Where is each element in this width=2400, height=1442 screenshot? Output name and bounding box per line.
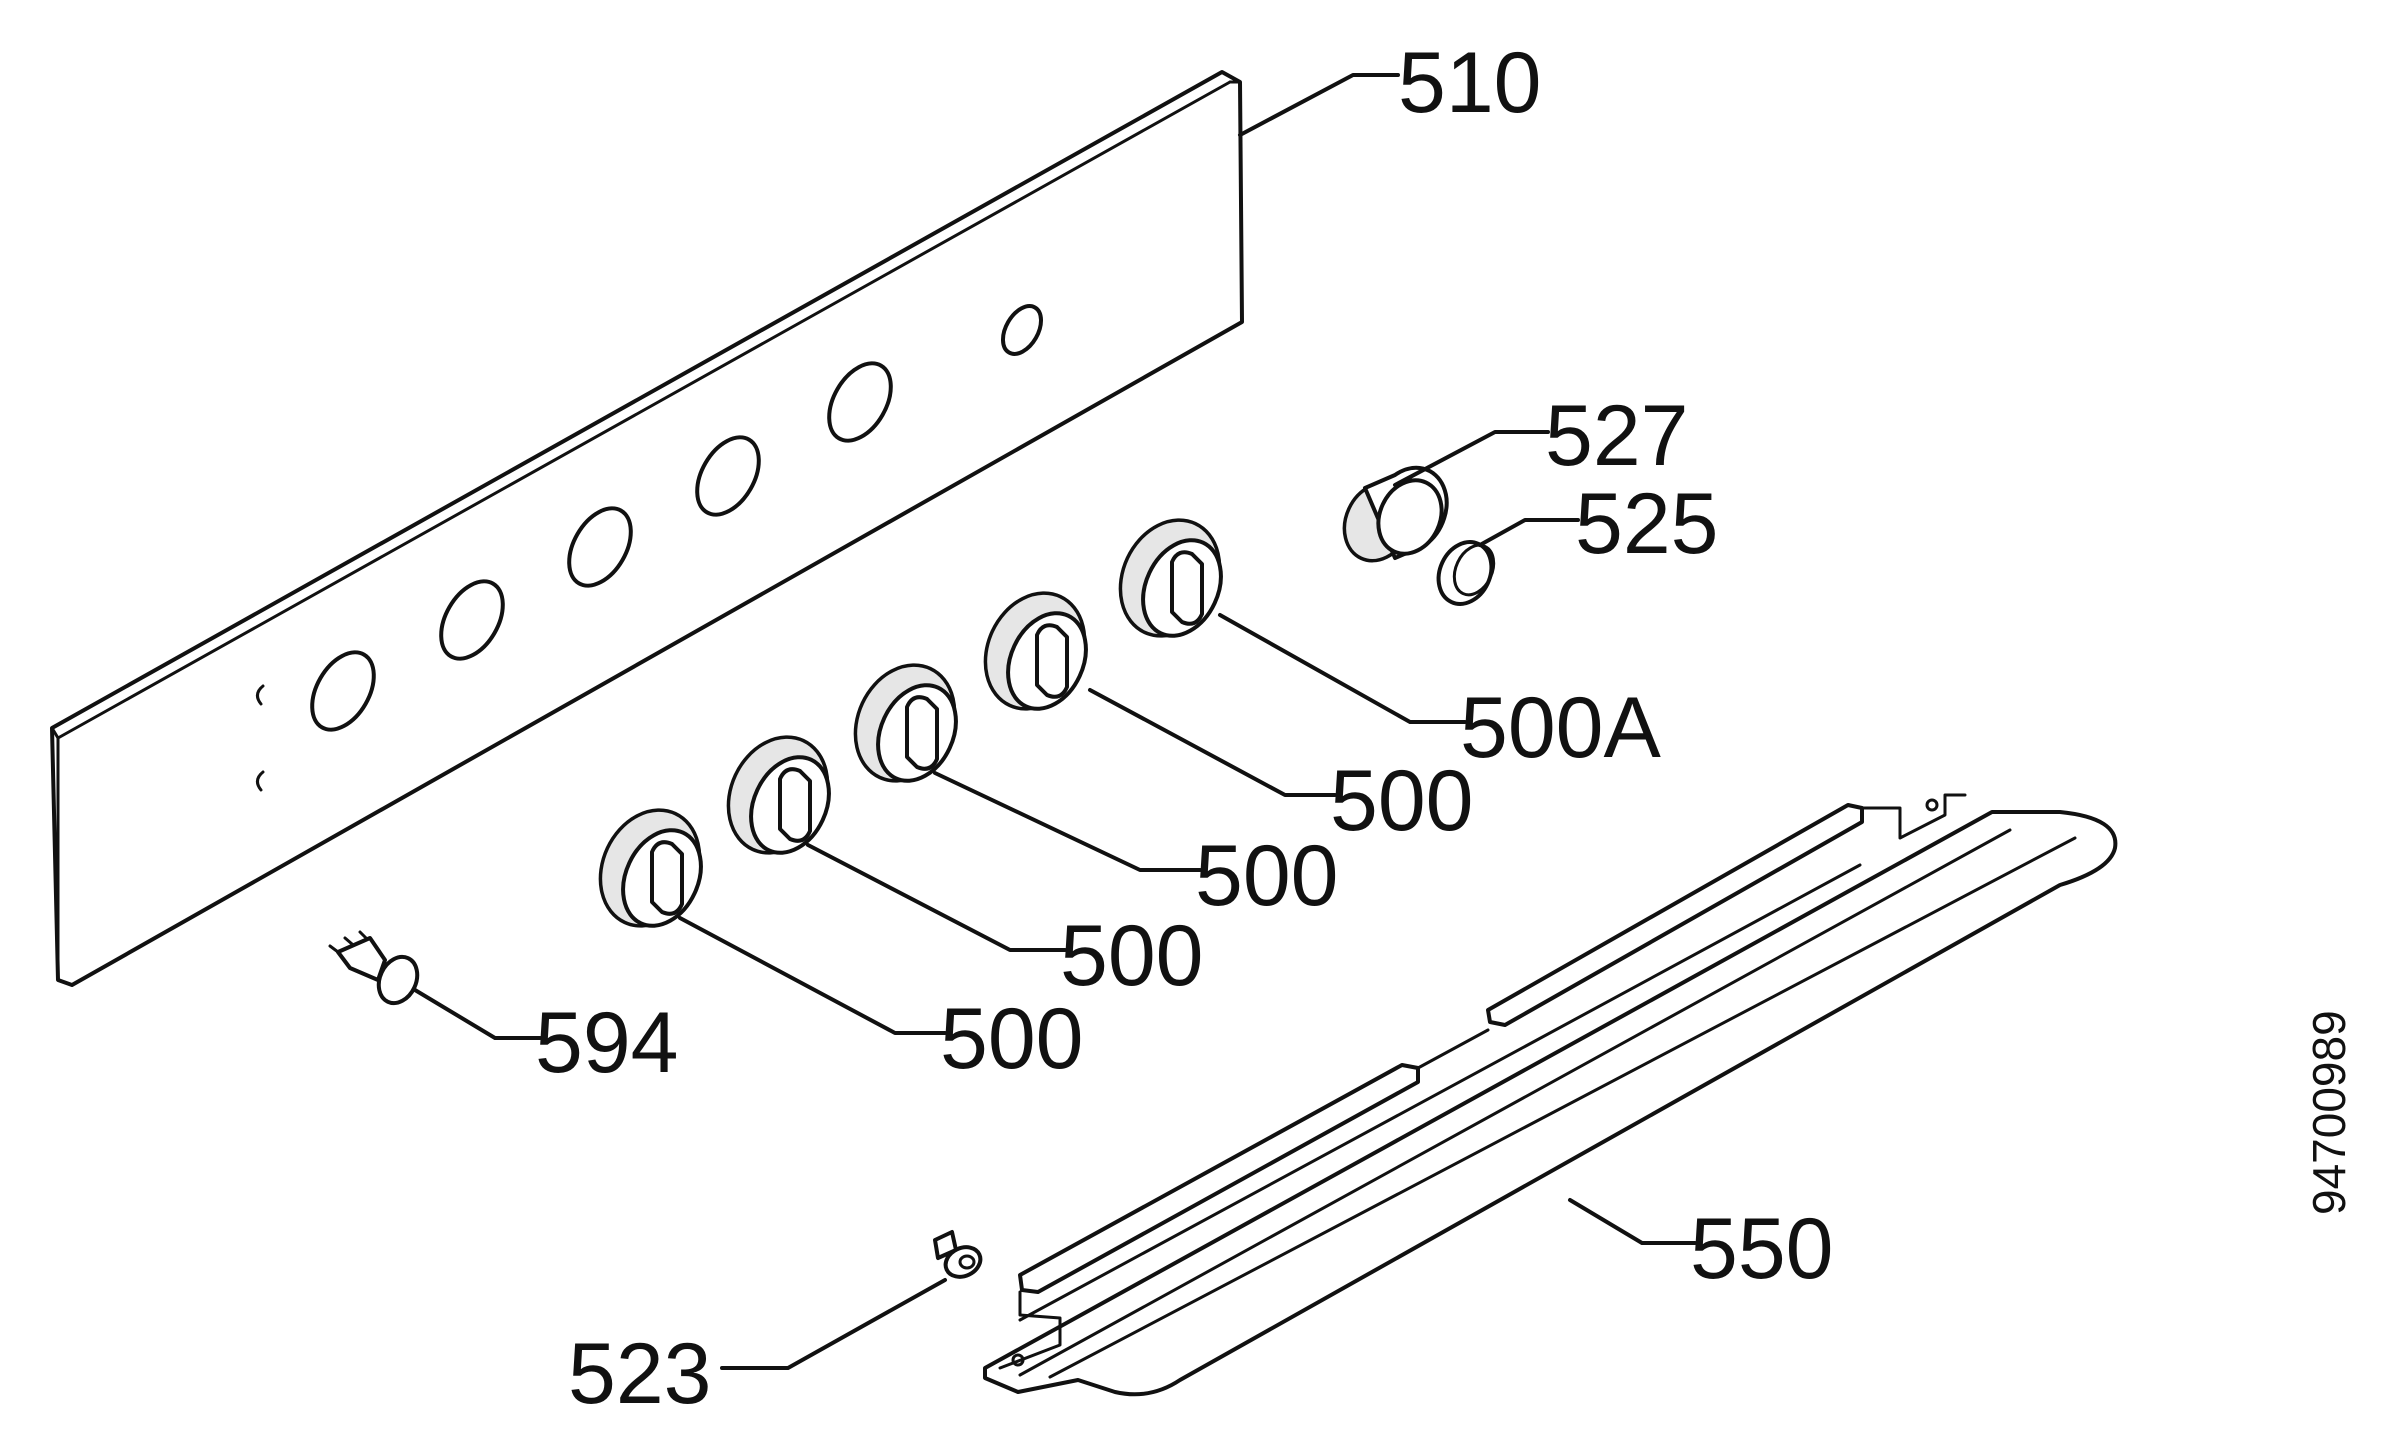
label-550: 550 [1690, 1201, 1834, 1297]
leader-500-3 [933, 771, 1202, 872]
label-500-3: 500 [1195, 828, 1339, 924]
label-500A: 500A [1460, 680, 1661, 776]
leader-500A [1218, 613, 1467, 724]
label-527: 527 [1545, 388, 1689, 484]
label-500-2: 500 [1060, 908, 1204, 1004]
knob-cap-525 [1436, 540, 1496, 606]
label-525: 525 [1575, 476, 1719, 572]
shelf-550 [983, 793, 2118, 1397]
label-594: 594 [535, 995, 679, 1091]
document-id: 94700989 [2303, 1010, 2355, 1215]
switch-594 [328, 930, 420, 1006]
leader-527 [1393, 430, 1550, 487]
leader-500-2 [806, 843, 1067, 952]
label-500-4: 500 [1330, 753, 1474, 849]
control-panel [50, 70, 1244, 987]
label-510: 510 [1398, 35, 1542, 131]
leader-550 [1568, 1198, 1697, 1245]
label-523: 523 [568, 1326, 712, 1422]
leader-500-1 [678, 916, 947, 1035]
leader-525 [1478, 518, 1580, 547]
control-knob-a [1118, 518, 1223, 638]
leader-510 [1238, 73, 1400, 137]
control-knob-1 [598, 808, 703, 928]
label-500-1: 500 [940, 991, 1084, 1087]
control-knob-4 [983, 591, 1088, 711]
control-knob-3 [853, 663, 958, 783]
control-knob-2 [726, 735, 831, 855]
leader-594 [413, 988, 542, 1040]
knob-ring-527 [1342, 465, 1449, 563]
leader-500-4 [1088, 688, 1337, 797]
screw-523 [933, 1230, 983, 1279]
leader-523 [720, 1278, 947, 1370]
